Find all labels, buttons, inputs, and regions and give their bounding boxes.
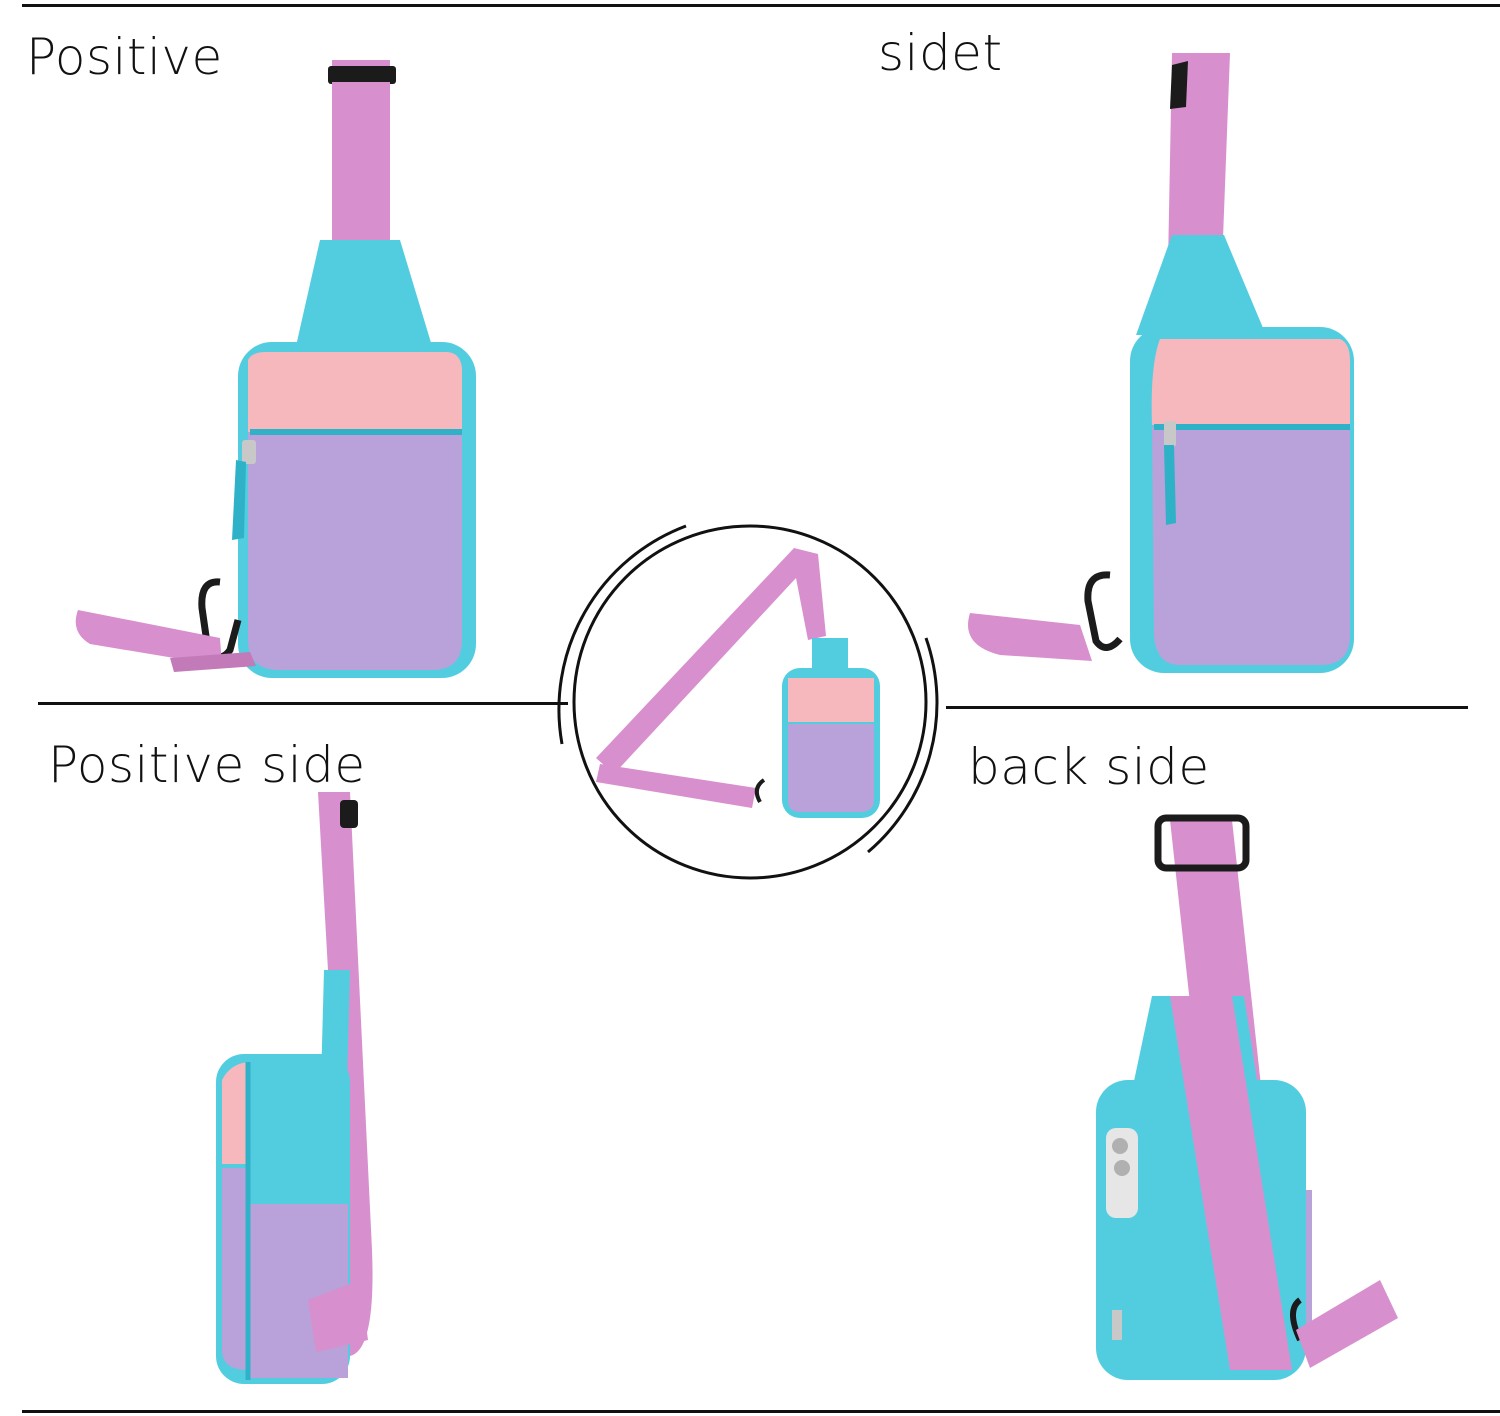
middle-rule-right: [946, 706, 1468, 709]
shoulder-pad: [1136, 235, 1266, 335]
strap-bottom: [1296, 1280, 1398, 1368]
zipper-pull: [242, 440, 256, 464]
angled-view-photo: [960, 45, 1380, 685]
strap-bottom: [75, 610, 222, 666]
back-view-photo: [1060, 810, 1410, 1400]
pink-panel: [248, 352, 462, 432]
bottom-border-rule: [22, 1410, 1500, 1413]
lavender-panel: [1152, 427, 1350, 665]
shoulder-pad: [296, 240, 432, 346]
label-positive: Positive: [26, 28, 223, 86]
crossbody-view-inset: [556, 518, 946, 888]
strap-buckle: [340, 800, 358, 828]
pink-panel: [1151, 339, 1350, 425]
side-pocket: [248, 1204, 348, 1378]
label-positive-side: Positive side: [48, 736, 366, 794]
zipper-pull: [1164, 421, 1176, 447]
label-sidet: sidet: [878, 24, 1003, 82]
lavender-panel: [248, 432, 462, 670]
label-back-side: back side: [968, 738, 1210, 796]
strap-top: [332, 60, 390, 260]
strap-buckle: [1154, 814, 1250, 872]
strap-buckle: [328, 66, 396, 84]
middle-rule-left: [38, 702, 568, 705]
strap-loop: [596, 548, 826, 774]
side-view-photo: [200, 780, 400, 1400]
front-view-photo: [70, 60, 490, 690]
strap-bottom: [968, 613, 1092, 661]
top-border-rule: [22, 4, 1500, 7]
strap-buckle: [1170, 61, 1188, 109]
